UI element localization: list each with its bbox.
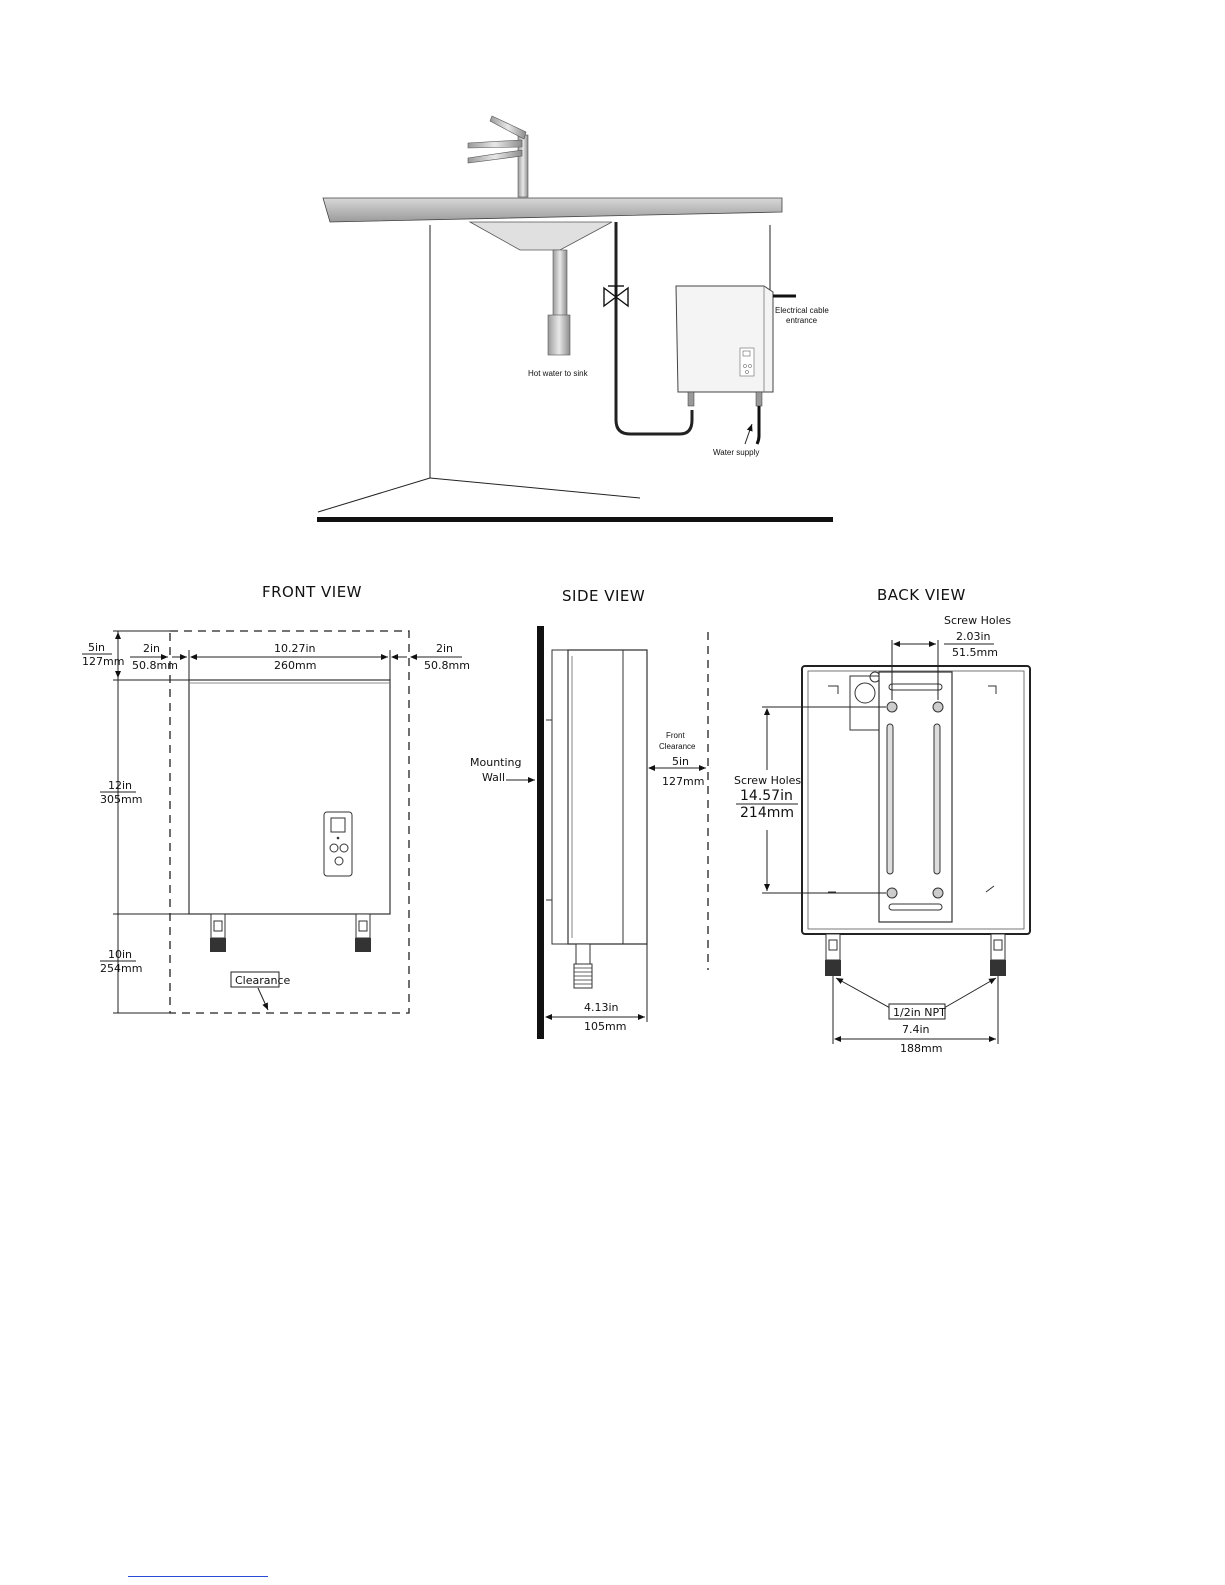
screw-hole-icon <box>933 702 943 712</box>
front-clearance-label-2: Clearance <box>659 742 696 751</box>
mounting-wall-label: Mounting <box>470 756 522 769</box>
floor-line <box>430 478 640 498</box>
front-height-in: 12in <box>108 779 132 792</box>
mounting-wall <box>537 626 544 1039</box>
fitting-spacing-in: 7.4in <box>902 1023 930 1036</box>
front-width-in: 10.27in <box>274 642 316 655</box>
heater-side-profile <box>546 650 647 988</box>
front-clearance-in: 5in <box>672 755 689 768</box>
front-fittings <box>210 914 371 952</box>
left-clearance-in: 2in <box>143 642 160 655</box>
top-clearance-mm: 127mm <box>82 655 124 668</box>
top-clearance-in: 5in <box>88 641 105 654</box>
countertop <box>323 198 782 222</box>
side-view: SIDE VIEW Mounting Wall Front Clearance … <box>470 587 708 1039</box>
section-rule <box>317 517 833 522</box>
screw-holes-side-label: Screw Holes <box>734 774 801 787</box>
side-depth-mm: 105mm <box>584 1020 626 1033</box>
front-clearance-mm: 127mm <box>662 775 704 788</box>
front-view: FRONT VIEW <box>82 583 470 1013</box>
screw-hole-icon <box>933 888 943 898</box>
footer-rule <box>128 1576 268 1577</box>
heater-front-body <box>189 680 390 914</box>
npt-label: 1/2in NPT <box>893 1006 946 1019</box>
control-panel <box>324 812 352 876</box>
right-clearance-mm: 50.8mm <box>424 659 470 672</box>
screw-hole-icon <box>887 702 897 712</box>
front-height-mm: 305mm <box>100 793 142 806</box>
bottom-clearance-in: 10in <box>108 948 132 961</box>
sink-drain-pipe <box>553 250 567 318</box>
screw-holes-side-mm: 214mm <box>740 805 794 821</box>
cable-entry <box>850 672 880 730</box>
bottom-clearance-mm: 254mm <box>100 962 142 975</box>
screw-holes-side-in: 14.57in <box>740 788 793 804</box>
back-fittings <box>825 934 1006 976</box>
side-depth-in: 4.13in <box>584 1001 619 1014</box>
room-corner-line <box>318 225 430 512</box>
back-view: BACK VIEW <box>734 586 1030 1055</box>
screw-hole-icon <box>887 888 897 898</box>
water-supply-pipe <box>757 406 759 444</box>
hot-water-label: Hot water to sink <box>528 369 589 378</box>
faucet <box>468 116 528 197</box>
left-clearance-mm: 50.8mm <box>132 659 178 672</box>
electrical-cable-label-2: entrance <box>786 316 818 325</box>
right-clearance-in: 2in <box>436 642 453 655</box>
electrical-cable-label: Electrical cable <box>775 306 829 315</box>
side-view-title: SIDE VIEW <box>562 587 645 605</box>
clearance-label: Clearance <box>235 974 291 987</box>
water-supply-pointer <box>745 424 752 444</box>
front-width-mm: 260mm <box>274 659 316 672</box>
front-view-title: FRONT VIEW <box>262 583 362 601</box>
sink-bowl <box>470 222 612 250</box>
fitting-spacing-mm: 188mm <box>900 1042 942 1055</box>
water-supply-label: Water supply <box>713 448 759 457</box>
screw-holes-top-mm: 51.5mm <box>952 646 998 659</box>
mounting-wall-label-2: Wall <box>482 771 505 784</box>
screw-holes-top-label: Screw Holes <box>944 614 1011 627</box>
screw-holes-top-in: 2.03in <box>956 630 991 643</box>
heater-unit-illustration <box>676 286 773 406</box>
drain-trap <box>548 315 570 355</box>
installation-illustration: Electrical cable entrance Hot water to s… <box>317 116 833 522</box>
back-view-title: BACK VIEW <box>877 586 966 604</box>
front-clearance-label: Front <box>666 731 685 740</box>
mounting-bracket <box>879 672 952 922</box>
